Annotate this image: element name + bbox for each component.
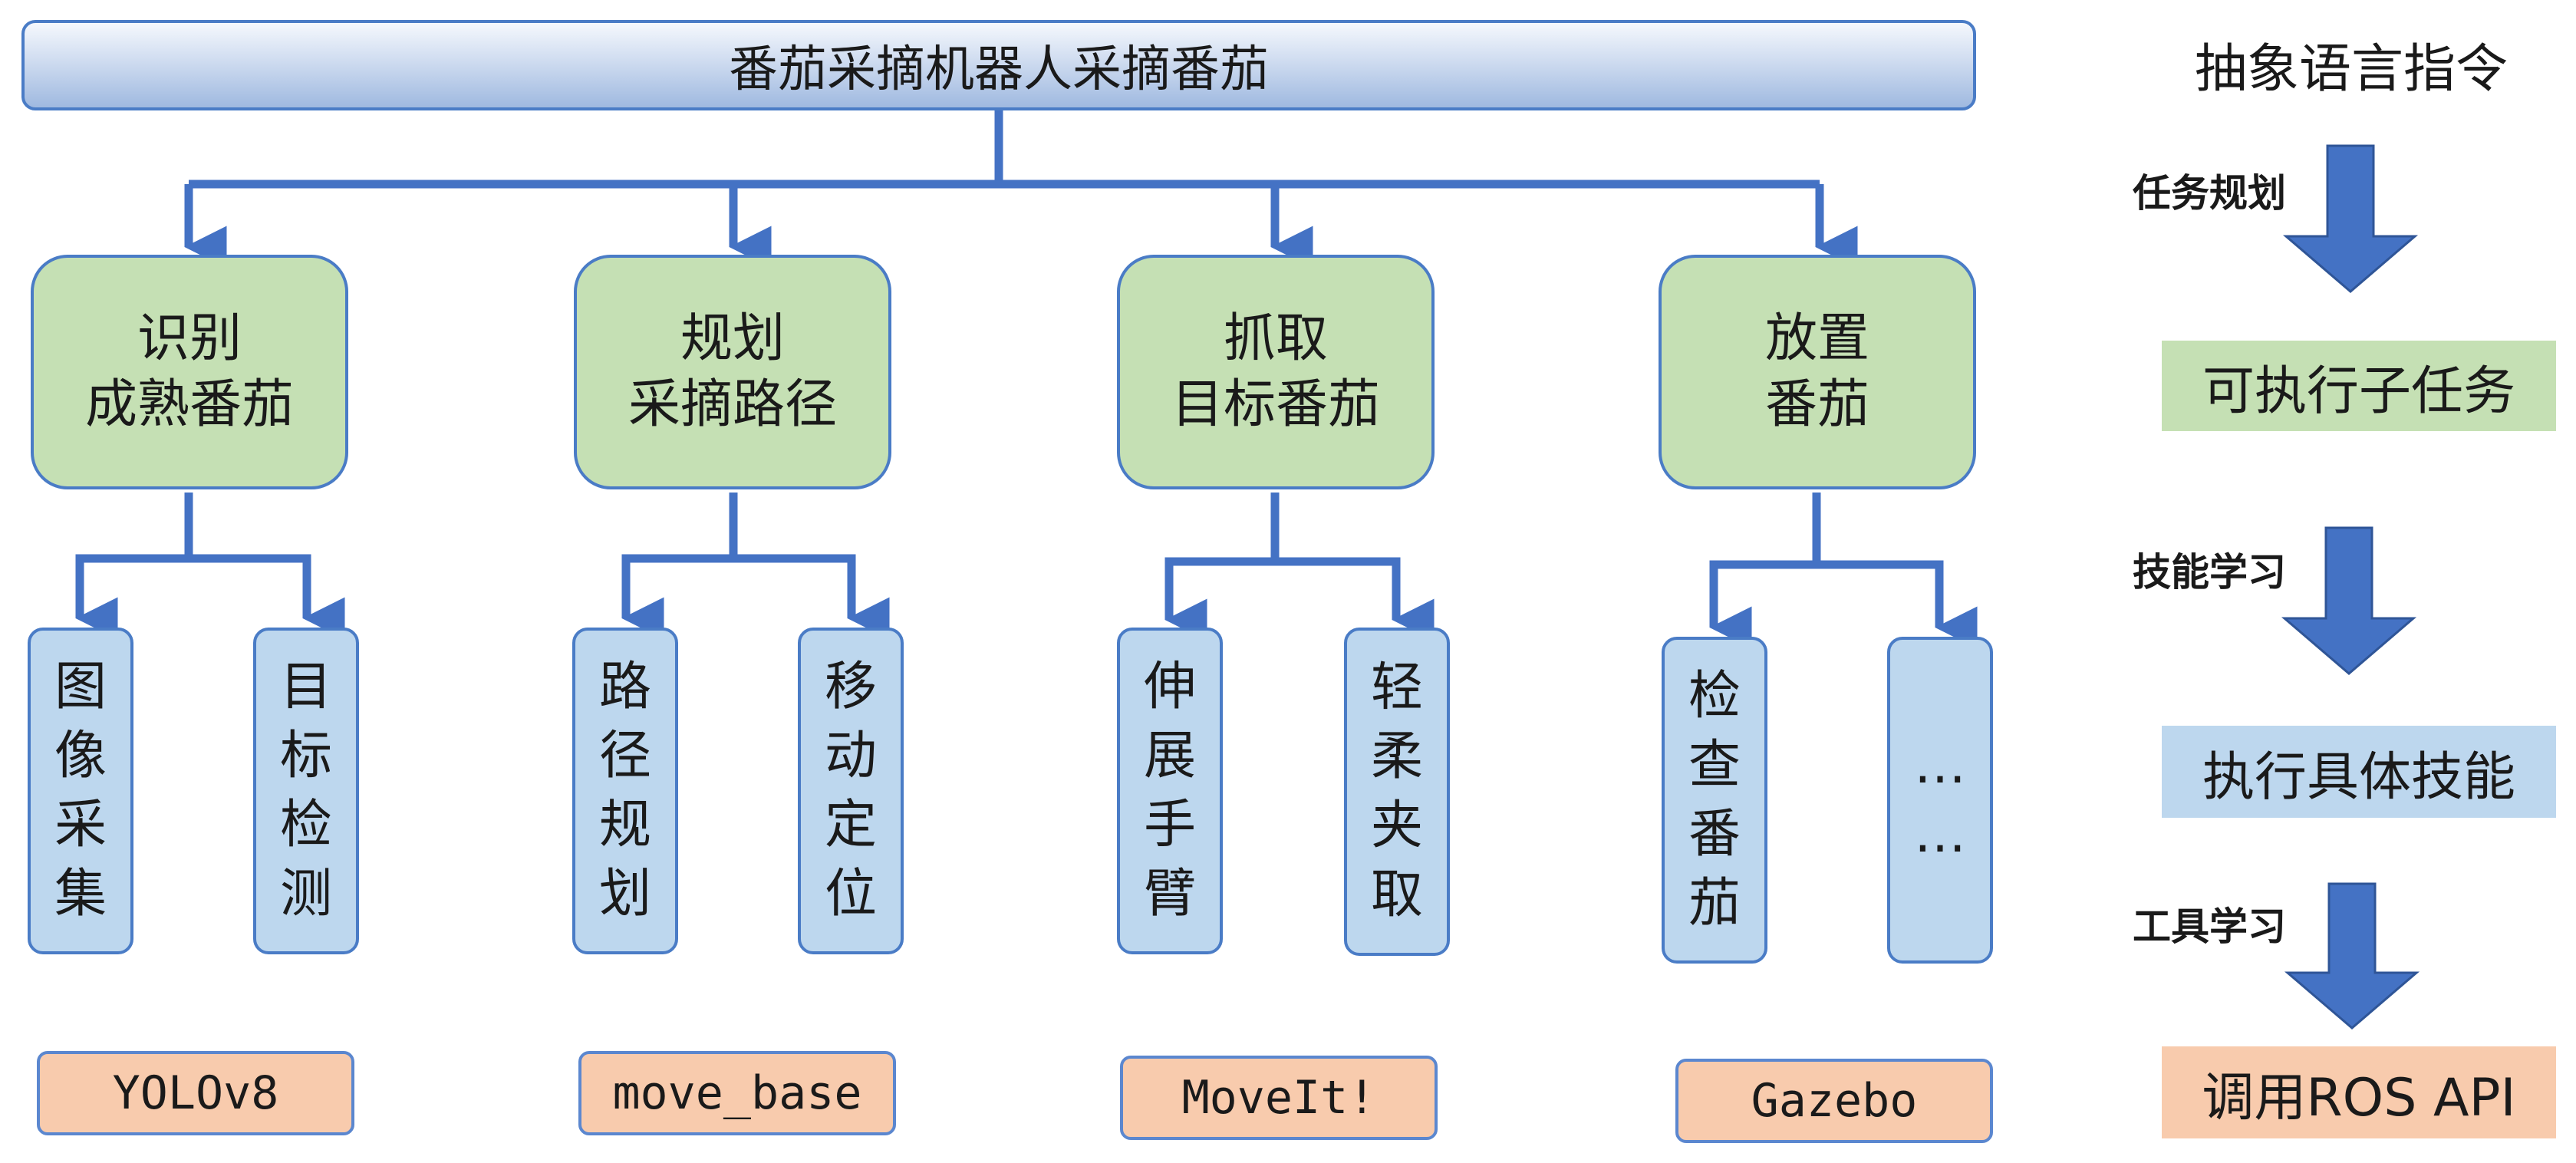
skill-box-path-planning: 路 径 规 划 [572, 628, 678, 954]
task-label-line1: 识别 [137, 308, 242, 369]
skill-char: 查 [1688, 735, 1741, 796]
arrow-down-icon [2284, 882, 2420, 1030]
skill-char: … [1914, 735, 1966, 796]
skill-char: 夹 [1370, 796, 1423, 856]
skill-char: 柔 [1370, 726, 1423, 787]
task-label-line2: 成熟番茄 [84, 374, 294, 435]
tool-box-yolov8: YOLOv8 [37, 1051, 354, 1135]
skill-box-more: … … [1887, 637, 1993, 964]
task-label-line1: 规划 [680, 308, 785, 369]
skill-box-inspect-tomato: 检 查 番 茄 [1662, 637, 1767, 964]
task-box-plan: 规划 采摘路径 [574, 255, 891, 489]
skill-char: 定 [824, 795, 877, 855]
skill-box-gentle-grip: 轻 柔 夹 取 [1344, 628, 1450, 956]
task-box-place: 放置 番茄 [1659, 255, 1976, 489]
legend-box-skills: 执行具体技能 [2162, 726, 2556, 818]
tool-box-move-base: move_base [578, 1051, 896, 1135]
title-text: 番茄采摘机器人采摘番茄 [729, 41, 1269, 98]
arrow-down-icon [2282, 144, 2419, 293]
tool-box-moveit: MoveIt! [1120, 1056, 1438, 1140]
skill-char: 茄 [1688, 873, 1741, 934]
skill-char: 采 [54, 795, 107, 855]
skill-char: 手 [1143, 795, 1196, 855]
skill-char: 径 [598, 726, 651, 786]
skill-box-target-detection: 目 标 检 测 [253, 628, 359, 954]
task-box-recognize: 识别 成熟番茄 [31, 255, 348, 489]
legend-box-text: 执行具体技能 [2202, 746, 2515, 808]
legend-header: 抽象语言指令 [2163, 26, 2539, 101]
tool-label: YOLOv8 [112, 1066, 279, 1120]
skill-char: 划 [598, 864, 651, 924]
skill-char: 位 [824, 864, 877, 924]
skill-char: 图 [54, 657, 107, 717]
legend-box-text: 调用ROS API [2202, 1067, 2516, 1128]
tool-box-gazebo: Gazebo [1675, 1059, 1993, 1143]
tool-label: move_base [612, 1066, 862, 1120]
task-label-line2: 采摘路径 [628, 374, 837, 435]
tool-label: Gazebo [1751, 1074, 1918, 1128]
skill-char: 轻 [1370, 657, 1423, 718]
legend-step-task-planning: 任务规划 [2133, 171, 2286, 216]
skill-char: 集 [54, 864, 107, 924]
skill-box-extend-arm: 伸 展 手 臂 [1117, 628, 1223, 954]
skill-char: … [1914, 804, 1966, 865]
skill-char: 目 [279, 657, 332, 717]
arrow-down-icon [2281, 526, 2417, 675]
legend-box-ros-api: 调用ROS API [2162, 1046, 2556, 1138]
title-box: 番茄采摘机器人采摘番茄 [21, 20, 1976, 110]
task-label-line2: 番茄 [1764, 374, 1869, 435]
tool-label: MoveIt! [1181, 1071, 1376, 1125]
legend-step-tool-learning: 工具学习 [2133, 904, 2286, 949]
skill-char: 伸 [1143, 657, 1196, 717]
legend-step-skill-learning: 技能学习 [2133, 550, 2286, 595]
legend-box-subtasks: 可执行子任务 [2162, 341, 2556, 431]
skill-char: 路 [598, 657, 651, 717]
task-label-line2: 目标番茄 [1171, 374, 1380, 435]
skill-box-localization: 移 动 定 位 [798, 628, 904, 954]
skill-char: 移 [824, 657, 877, 717]
skill-char: 取 [1370, 865, 1423, 925]
skill-char: 标 [279, 726, 332, 786]
task-label-line1: 抓取 [1223, 308, 1328, 369]
skill-char: 规 [598, 795, 651, 855]
skill-box-image-capture: 图 像 采 集 [28, 628, 133, 954]
task-box-grasp: 抓取 目标番茄 [1117, 255, 1435, 489]
skill-char: 臂 [1143, 864, 1196, 924]
legend-header-text: 抽象语言指令 [2194, 38, 2508, 100]
legend-box-text: 可执行子任务 [2202, 361, 2515, 422]
skill-char: 番 [1688, 804, 1741, 865]
skill-char: 检 [1688, 666, 1741, 726]
skill-char: 动 [824, 726, 877, 786]
skill-char: 测 [279, 864, 332, 924]
task-label-line1: 放置 [1764, 308, 1869, 369]
skill-char: 像 [54, 726, 107, 786]
skill-char: 展 [1143, 726, 1196, 786]
skill-char: 检 [279, 795, 332, 855]
